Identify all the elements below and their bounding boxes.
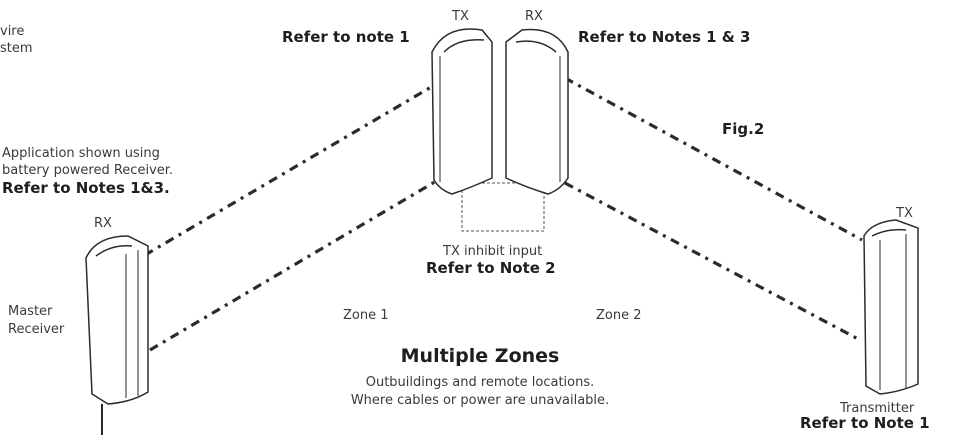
zone-2-label: Zone 2 bbox=[596, 308, 642, 323]
inhibit-label: TX inhibit input bbox=[443, 244, 543, 259]
transmitter-tx-label: TX bbox=[896, 206, 913, 221]
center-tx-post bbox=[431, 28, 493, 195]
center-tx-note: Refer to note 1 bbox=[282, 28, 410, 46]
master-label-1: Master bbox=[8, 304, 53, 319]
center-rx-note: Refer to Notes 1 & 3 bbox=[578, 28, 751, 46]
transmitter-post bbox=[863, 219, 919, 395]
application-text-1: Application shown using bbox=[2, 146, 160, 161]
fig-label: Fig.2 bbox=[722, 120, 765, 138]
beam-right-upper bbox=[564, 76, 863, 242]
application-note: Refer to Notes 1&3. bbox=[2, 179, 170, 197]
beam-left-upper bbox=[144, 81, 439, 257]
beam-right-lower bbox=[564, 181, 861, 342]
inhibit-link bbox=[461, 182, 545, 232]
left-top-text-1: vire bbox=[0, 24, 25, 39]
master-label-2: Receiver bbox=[8, 322, 65, 337]
zone-1-label: Zone 1 bbox=[343, 308, 389, 323]
transmitter-note: Refer to Note 1 bbox=[800, 414, 930, 432]
multiple-zones-text-1: Outbuildings and remote locations. bbox=[365, 375, 595, 390]
inhibit-note: Refer to Note 2 bbox=[426, 259, 556, 277]
multiple-zones-text-2: Where cables or power are unavailable. bbox=[350, 393, 610, 408]
beam-left-lower bbox=[149, 178, 439, 352]
master-receiver-post bbox=[85, 235, 149, 405]
application-text-2: battery powered Receiver. bbox=[2, 163, 174, 178]
center-rx-post bbox=[505, 28, 569, 195]
center-tx-label: TX bbox=[452, 9, 469, 24]
beam-lines bbox=[144, 76, 863, 352]
transmitter-label: Transmitter bbox=[840, 401, 915, 416]
left-top-text-2: stem bbox=[0, 41, 33, 56]
center-rx-label: RX bbox=[525, 9, 543, 24]
multiple-zones-title: Multiple Zones bbox=[400, 345, 560, 367]
master-rx-label: RX bbox=[94, 216, 112, 231]
